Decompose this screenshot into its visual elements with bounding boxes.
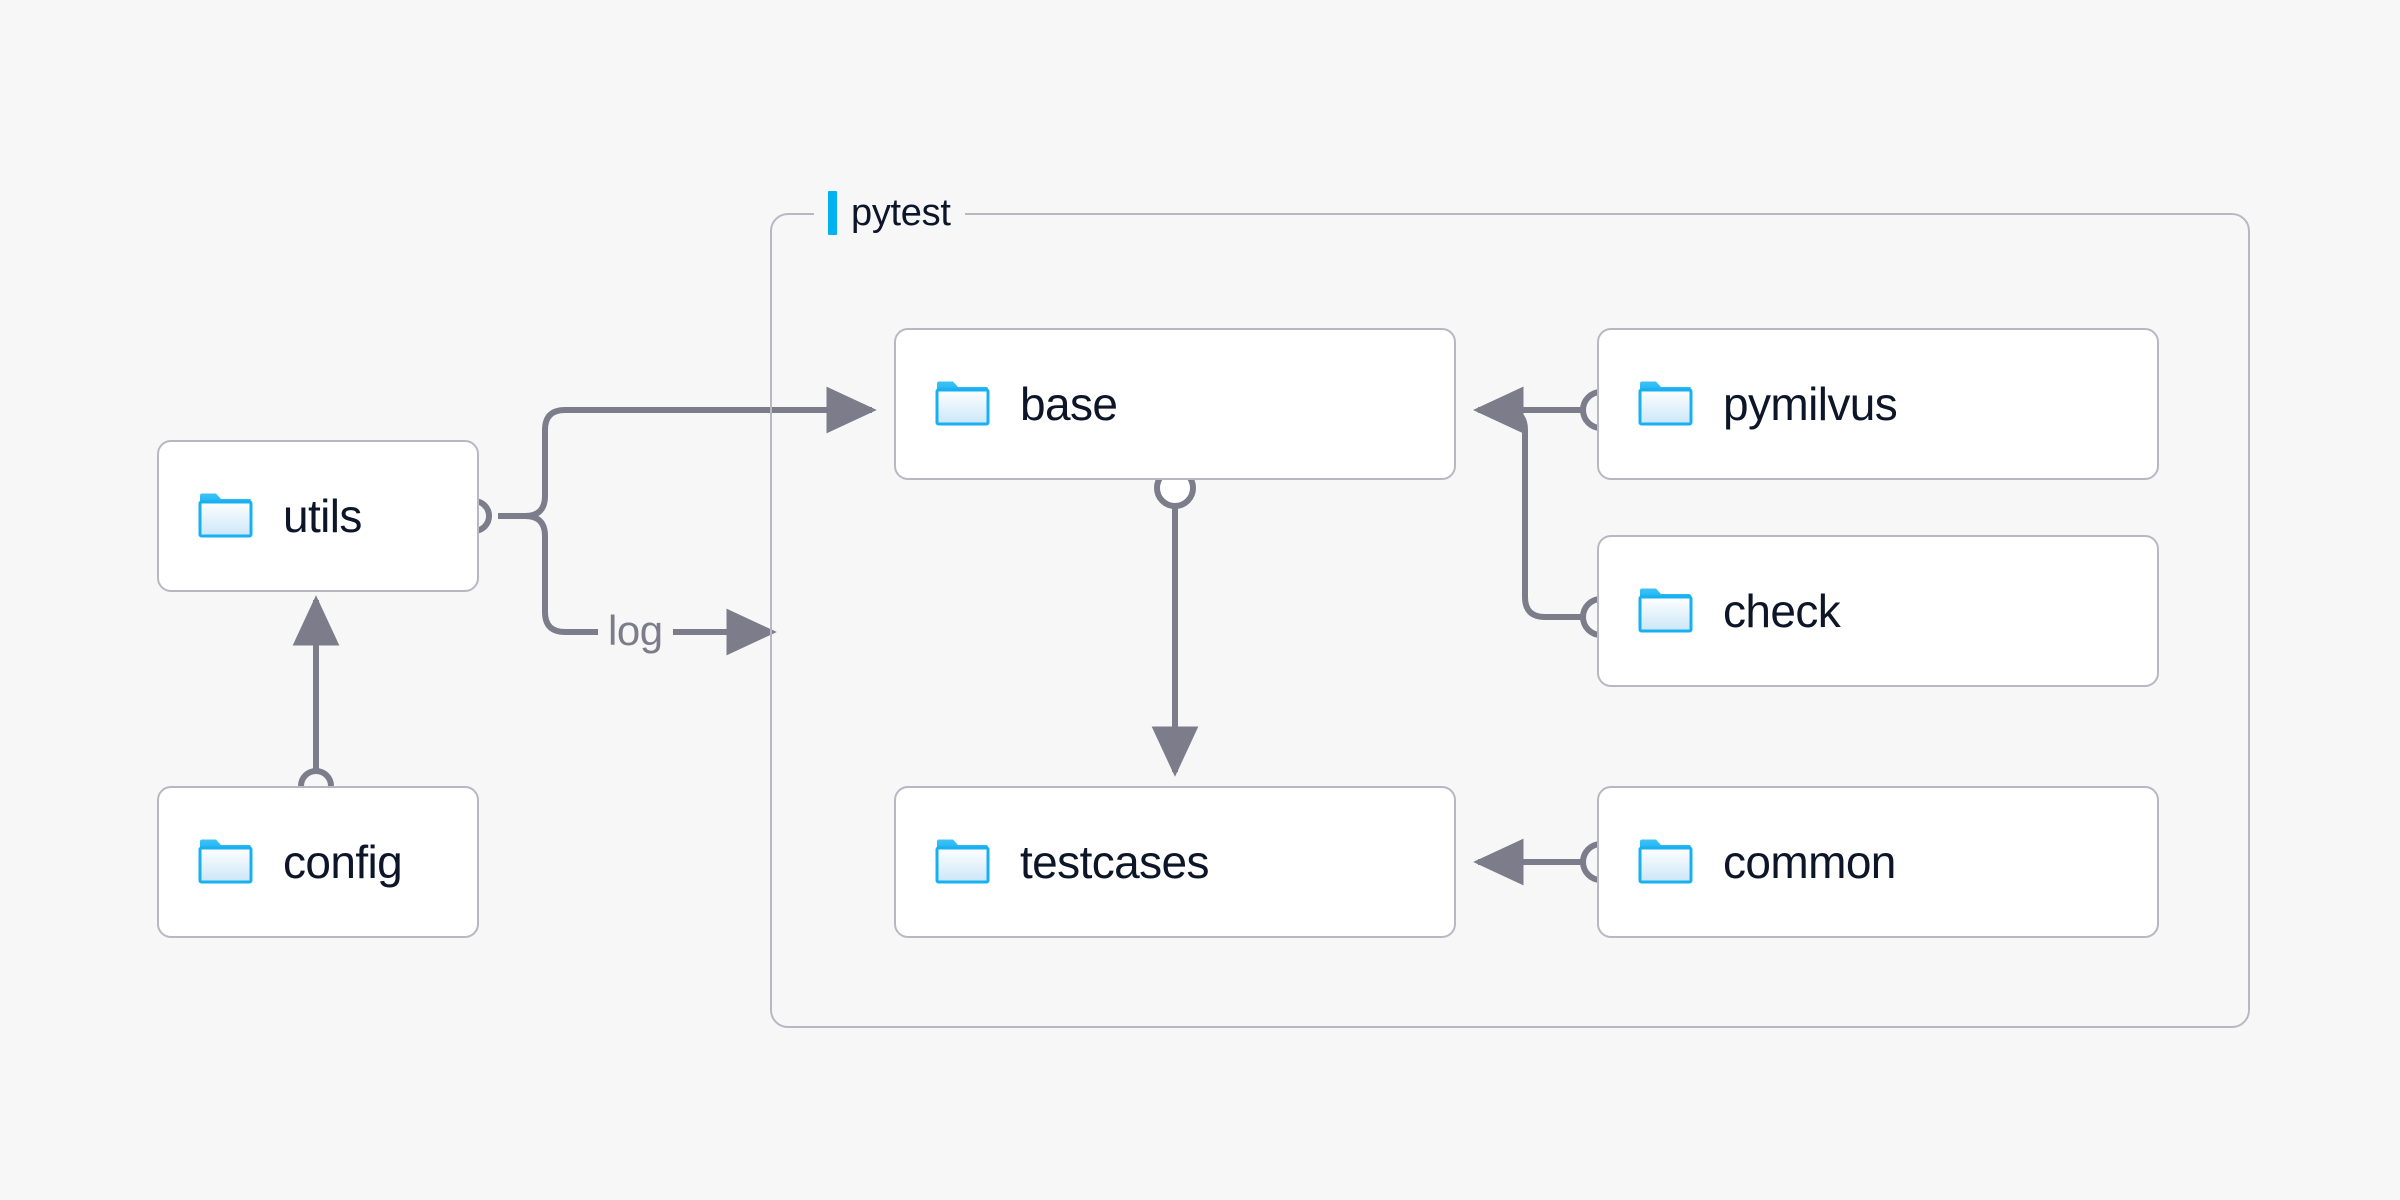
- node-testcases-label: testcases: [1020, 836, 1210, 888]
- folder-icon: [1638, 839, 1693, 884]
- group-pytest-title: pytest: [851, 191, 951, 234]
- node-testcases[interactable]: testcases: [894, 786, 1456, 938]
- node-pymilvus-label: pymilvus: [1723, 378, 1898, 430]
- node-base-label: base: [1020, 378, 1118, 430]
- edge-label-log: log: [598, 607, 673, 655]
- node-pymilvus[interactable]: pymilvus: [1597, 328, 2159, 480]
- node-check-label: check: [1723, 585, 1841, 637]
- node-common[interactable]: common: [1597, 786, 2159, 938]
- accent-bar-icon: [828, 191, 837, 235]
- folder-icon: [198, 493, 253, 538]
- folder-icon: [198, 839, 253, 884]
- folder-icon: [1638, 588, 1693, 633]
- folder-icon: [935, 381, 990, 426]
- node-config[interactable]: config: [157, 786, 479, 938]
- node-utils[interactable]: utils: [157, 440, 479, 592]
- folder-icon: [935, 839, 990, 884]
- node-common-label: common: [1723, 836, 1896, 888]
- node-utils-label: utils: [283, 490, 362, 542]
- folder-icon: [1638, 381, 1693, 426]
- node-base[interactable]: base: [894, 328, 1456, 480]
- node-check[interactable]: check: [1597, 535, 2159, 687]
- node-config-label: config: [283, 836, 403, 888]
- group-pytest-label: pytest: [814, 185, 965, 241]
- group-pytest[interactable]: [770, 213, 2250, 1028]
